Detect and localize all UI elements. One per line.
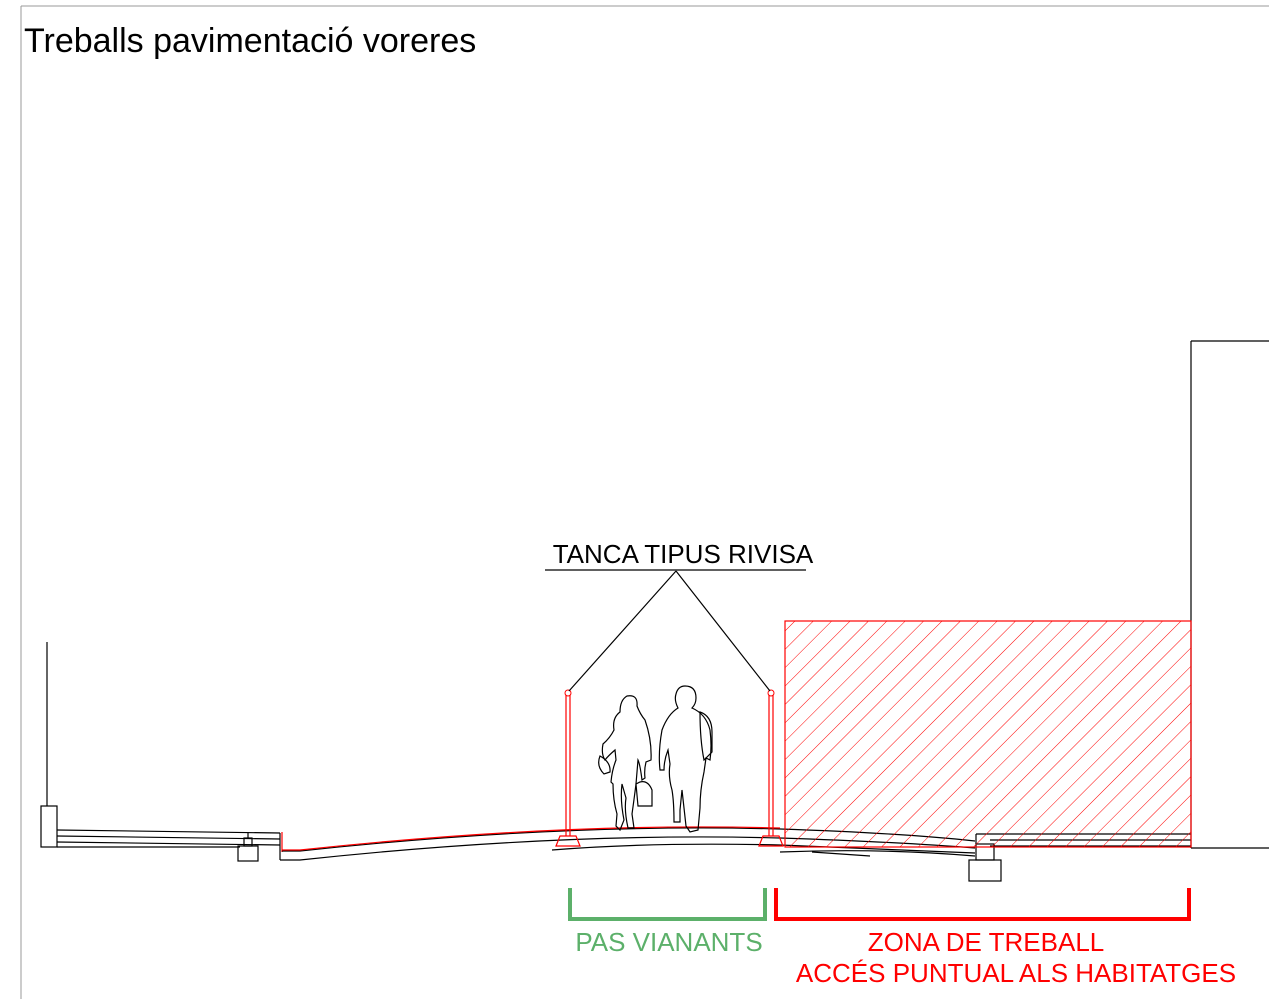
left-post-and-curb [40,642,283,862]
pedestrian-zone-bracket [568,888,767,921]
fence-left [555,689,581,847]
pedestrian-zone-label: PAS VIANANTS [575,927,762,957]
pedestrian-man-figure [658,685,713,833]
work-zone-bracket [774,888,1191,921]
work-zone-label-line1: ZONA DE TREBALL [868,927,1105,957]
fence-right [758,689,784,847]
fence-label-leaders [545,569,806,692]
work-zone-label-line2: ACCÉS PUNTUAL ALS HABITATGES [796,958,1236,988]
fence-label: TANCA TIPUS RIVISA [553,539,814,569]
building-facade [1190,340,1269,849]
drawing-title: Treballs pavimentació voreres [24,22,476,60]
work-zone-hatch [784,620,1192,848]
pedestrian-woman-figure [598,695,653,832]
